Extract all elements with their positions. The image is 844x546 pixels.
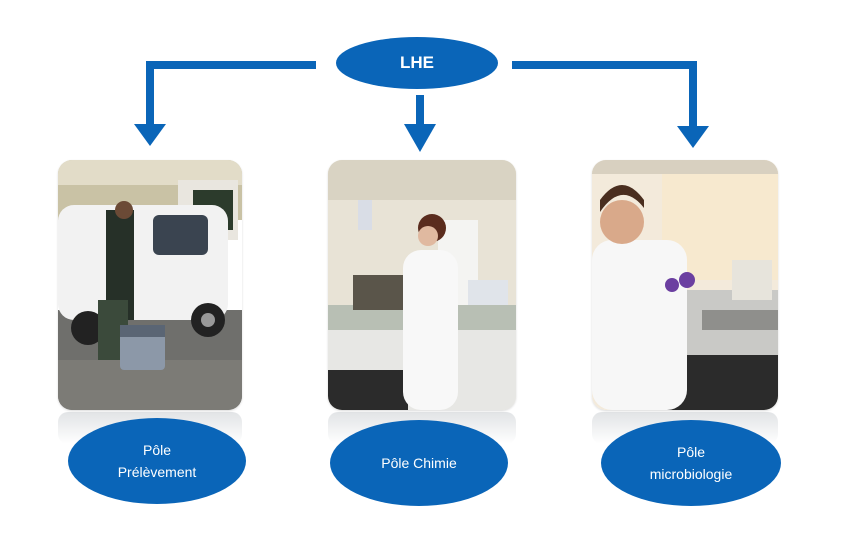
chemistry-lab-photo xyxy=(328,160,516,410)
right-connector-vertical xyxy=(689,61,697,127)
left-arrowhead xyxy=(134,124,166,146)
node-pole-prelevement: Pôle Prélèvement xyxy=(68,418,246,504)
left-connector-vertical xyxy=(146,61,154,125)
right-connector-horizontal xyxy=(512,61,697,69)
root-node-label: LHE xyxy=(400,53,434,72)
left-connector-horizontal xyxy=(146,61,316,69)
node-pole-microbiologie: Pôle microbiologie xyxy=(601,420,781,506)
field-sampling-van-photo xyxy=(58,160,242,410)
node-label-line2: Prélèvement xyxy=(117,464,197,480)
node-label-line1: Pôle Chimie xyxy=(381,455,457,471)
node-label-line2: microbiologie xyxy=(649,466,733,482)
node-pole-chimie: Pôle Chimie xyxy=(330,420,508,506)
node-label-line1: Pôle xyxy=(676,444,706,460)
node-label-line1: Pôle xyxy=(142,442,172,458)
microbiology-lab-photo xyxy=(592,160,778,410)
right-arrowhead xyxy=(677,126,709,148)
root-node-lhe: LHE xyxy=(336,37,498,89)
middle-arrowhead xyxy=(404,124,436,152)
middle-connector-vertical xyxy=(416,95,424,125)
